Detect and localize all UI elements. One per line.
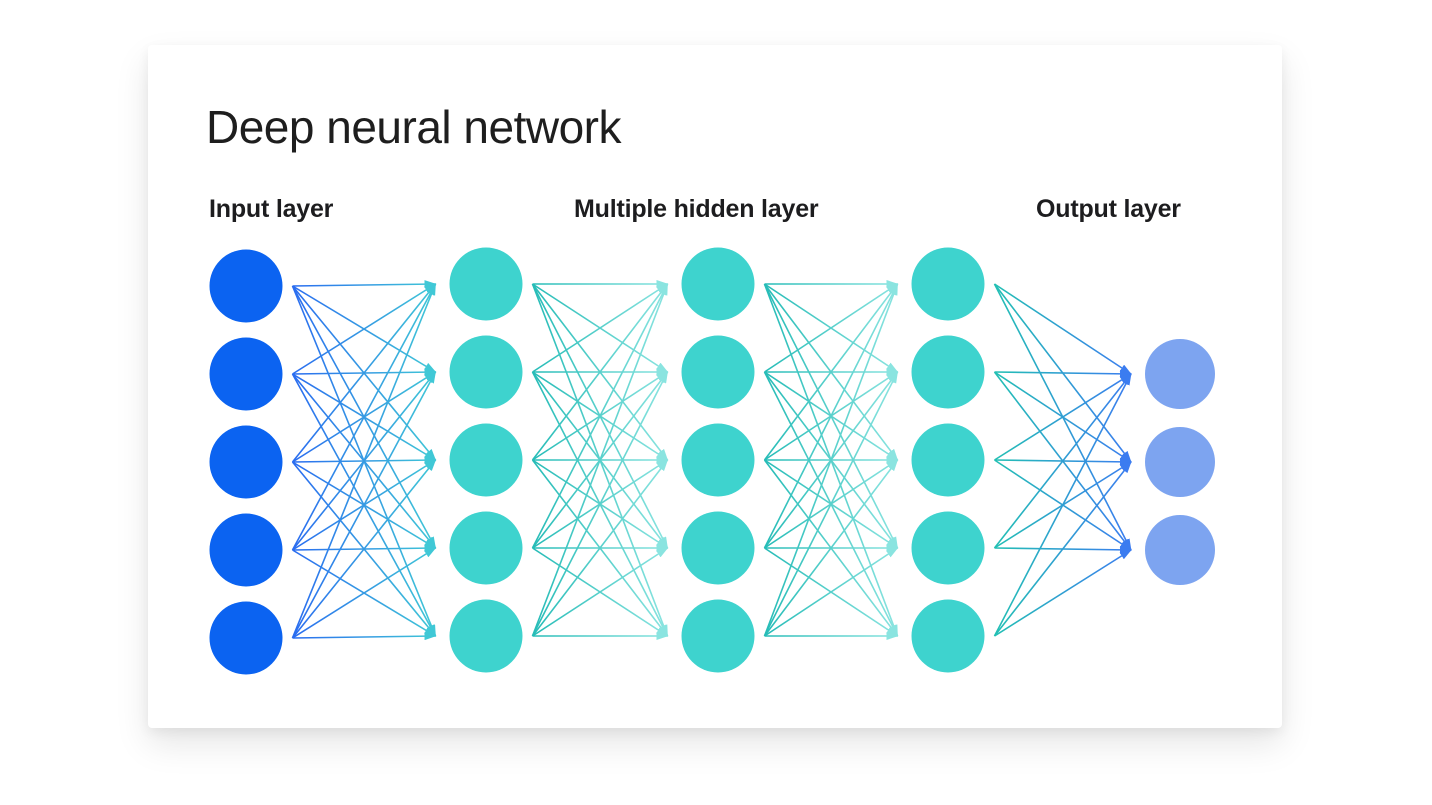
hidden-2-node <box>681 511 755 585</box>
hidden-1-node <box>449 511 523 585</box>
connection-line <box>993 373 1132 637</box>
connection-line <box>763 283 899 461</box>
connection-line <box>532 547 669 637</box>
connection-line <box>763 459 899 637</box>
input-layer-label: Input layer <box>209 195 334 223</box>
connection-line <box>531 283 669 549</box>
diagram-title: Deep neural network <box>206 101 621 153</box>
connection-line <box>292 283 437 375</box>
input-node <box>209 601 283 675</box>
connection-line <box>291 459 437 639</box>
connection-line <box>994 549 1132 637</box>
layer-output <box>1145 339 1215 585</box>
connection-line <box>764 547 899 637</box>
connection-line <box>532 283 669 373</box>
input-node <box>209 249 283 323</box>
input-node <box>209 337 283 411</box>
connection-line <box>993 373 1132 549</box>
output-node <box>1145 339 1215 409</box>
connection-line <box>292 547 437 639</box>
hidden-2-node <box>681 335 755 409</box>
connections-hidden-3-to-output <box>993 283 1132 637</box>
input-node <box>209 425 283 499</box>
connection-line <box>994 283 1132 375</box>
connection-line <box>531 283 669 637</box>
hidden-3-node <box>911 247 985 321</box>
connection-line <box>764 283 899 373</box>
connection-line <box>292 632 437 641</box>
connection-line <box>291 283 437 463</box>
hidden-3-node <box>911 599 985 673</box>
connection-line <box>994 369 1132 378</box>
connection-line <box>531 459 669 637</box>
layer-input <box>209 249 283 675</box>
connection-line <box>763 283 899 637</box>
connection-line <box>763 371 899 637</box>
connection-line <box>993 461 1132 637</box>
output-layer-label: Output layer <box>1036 195 1181 223</box>
hidden-2-node <box>681 247 755 321</box>
connection-line <box>292 280 437 289</box>
hidden-1-node <box>449 423 523 497</box>
output-node <box>1145 515 1215 585</box>
layer-hidden-3 <box>911 247 985 673</box>
connection-line <box>291 371 437 639</box>
connection-line <box>531 371 669 637</box>
output-node <box>1145 427 1215 497</box>
connections-hidden-1-to-hidden-2 <box>531 280 669 640</box>
input-node <box>209 513 283 587</box>
connection-line <box>291 283 437 639</box>
hidden-3-node <box>911 511 985 585</box>
connection-line <box>994 373 1132 461</box>
hidden-3-node <box>911 423 985 497</box>
connection-line <box>763 283 899 549</box>
network-svg <box>209 247 1215 675</box>
layer-hidden-1 <box>449 247 523 673</box>
connections-input-to-hidden-1 <box>291 280 437 641</box>
connection-line <box>291 283 437 551</box>
hidden-1-node <box>449 247 523 321</box>
connections-hidden-2-to-hidden-3 <box>763 280 899 640</box>
hidden-1-node <box>449 335 523 409</box>
hidden-3-node <box>911 335 985 409</box>
diagram-card: Deep neural network Input layer Multiple… <box>148 45 1282 728</box>
layer-hidden-2 <box>681 247 755 673</box>
connection-line <box>531 283 669 461</box>
hidden-1-node <box>449 599 523 673</box>
hidden-layer-label: Multiple hidden layer <box>574 195 819 223</box>
hidden-2-node <box>681 423 755 497</box>
hidden-2-node <box>681 599 755 673</box>
